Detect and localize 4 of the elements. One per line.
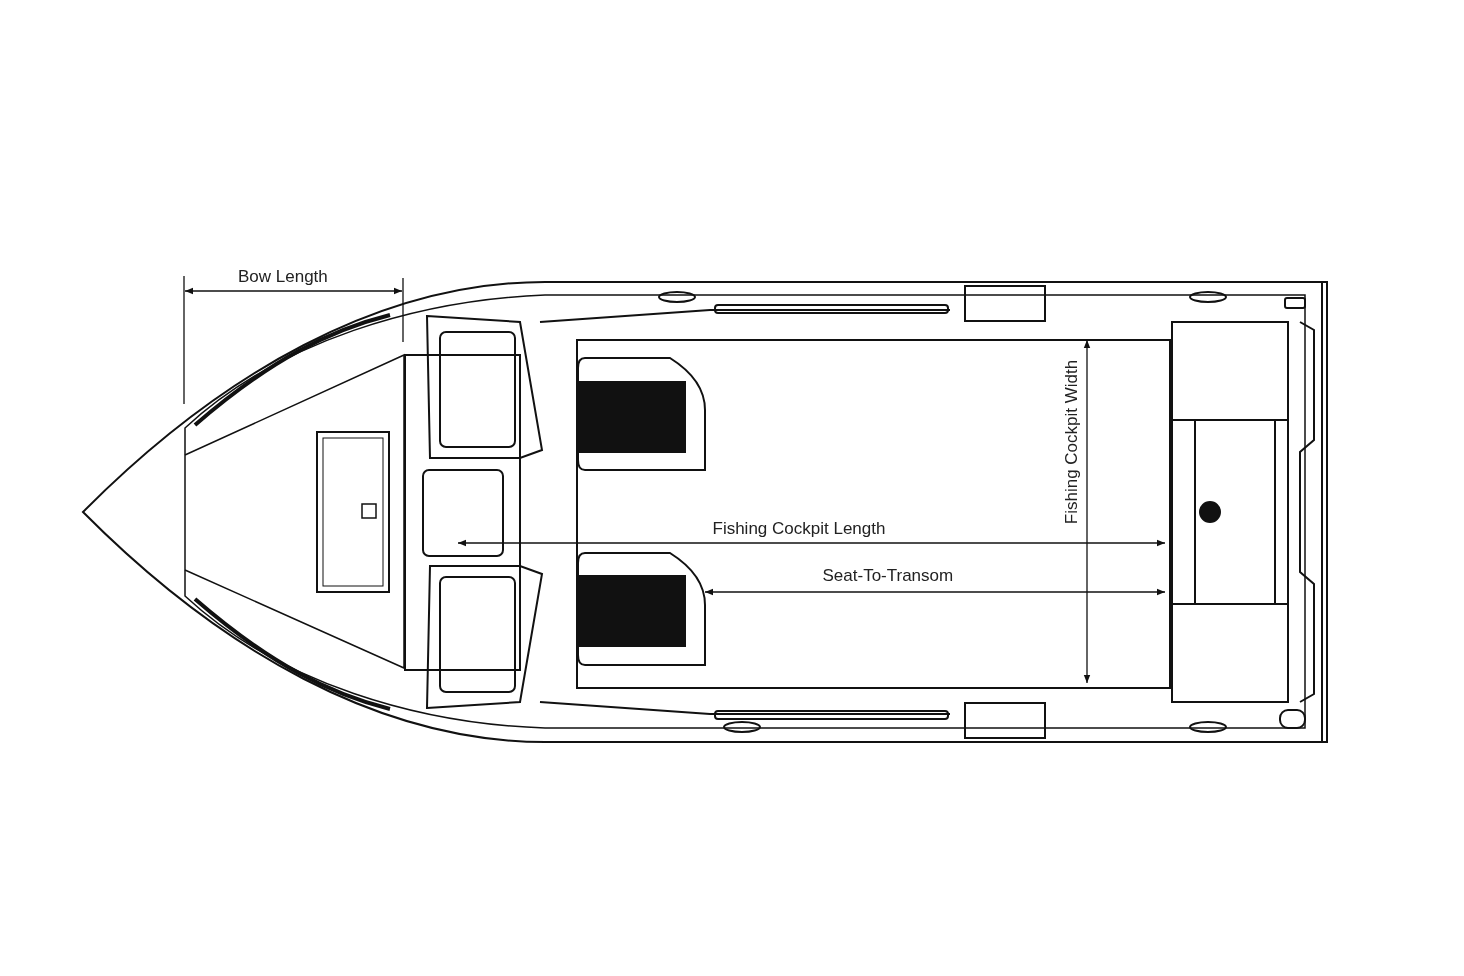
dimension-label: Fishing Cockpit Length [712,519,886,539]
dimension-label: Fishing Cockpit Width [1062,359,1083,525]
dimension-label: Bow Length [238,267,328,287]
dimension-label: Seat-To-Transom [822,566,954,586]
